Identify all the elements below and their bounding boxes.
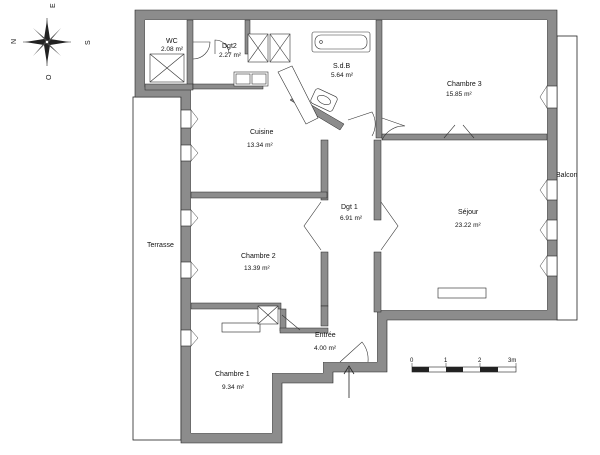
room-area-sejour: 23.22 m² [455, 222, 481, 229]
terrasse-label: Terrasse [147, 242, 174, 249]
scale-tick-label: 2 [478, 358, 482, 364]
scale-tick-label: 3m [508, 358, 516, 364]
window-swings [190, 85, 548, 347]
room-name-cuisine: Cuisine [250, 129, 273, 136]
compass-north-label: N [11, 39, 18, 44]
scale-bar [411, 363, 517, 373]
compass-south-label: S [85, 40, 92, 45]
kitchen-counter [277, 65, 319, 125]
room-area-wc: 2.08 m² [161, 46, 184, 53]
scale-tick-label: 1 [444, 358, 448, 364]
room-name-dgt2: Dgt2 [222, 43, 237, 50]
compass-west-label: O [46, 74, 53, 80]
arrow-up-icon [343, 365, 355, 398]
balcon-label: Balcon [556, 172, 578, 179]
terrasse-area [132, 96, 182, 441]
compass-east-label: E [50, 3, 57, 8]
room-area-cuisine: 13.34 m² [247, 142, 273, 149]
room-name-chambre2: Chambre 2 [241, 253, 276, 260]
room-area-chambre2: 13.39 m² [244, 265, 270, 272]
closet-icon [247, 33, 291, 325]
compass-rose-icon [23, 18, 71, 66]
room-area-sdb: 5.64 m² [331, 72, 354, 79]
door-swings [192, 39, 475, 363]
scale-tick-label: 0 [410, 358, 414, 364]
washbasin-icon [310, 88, 338, 112]
room-name-wc: WC [166, 38, 178, 45]
room-area-chambre1: 9.34 m² [222, 384, 245, 391]
interior-walls [144, 19, 548, 334]
room-name-dgt1: Dgt 1 [341, 204, 358, 211]
kitchen-sink-icon [233, 71, 269, 87]
room-name-chambre1: Chambre 1 [215, 371, 250, 378]
room-name-sdb: S.d.B [333, 63, 350, 70]
room-name-sejour: Séjour [458, 209, 479, 216]
room-name-chambre3: Chambre 3 [447, 81, 482, 88]
wc-fixture-icon [149, 53, 185, 83]
room-area-dgt1: 6.91 m² [340, 215, 363, 222]
bathtub-icon [311, 31, 371, 53]
room-name-entree: Entrée [315, 332, 336, 339]
room-area-entree: 4.00 m² [314, 345, 337, 352]
windows [180, 85, 558, 347]
room-area-chambre3: 15.85 m² [446, 91, 472, 98]
room-area-dgt2: 2.27 m² [219, 52, 242, 59]
